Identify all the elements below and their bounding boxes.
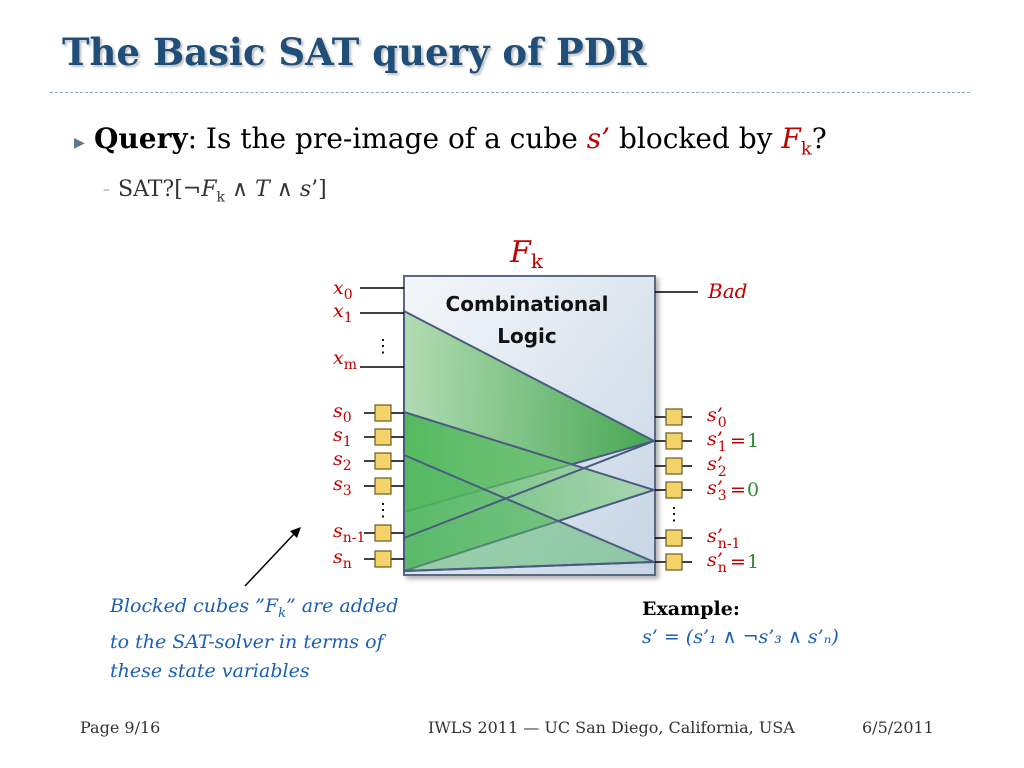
footer-page: Page 9/16 xyxy=(80,718,161,737)
s1-label: s1 xyxy=(333,424,352,450)
bullet-s-prime: s’ xyxy=(586,122,611,155)
example-heading: Example: xyxy=(642,598,740,620)
bullet-F: F xyxy=(781,122,801,155)
bullet-k: k xyxy=(800,138,812,160)
pointer-arrowhead-icon xyxy=(290,527,301,538)
sub-s: s xyxy=(299,177,312,202)
sub-k: k xyxy=(216,189,225,206)
blocked-cubes-note: Blocked cubes ”Fk” are added to the SAT-… xyxy=(110,592,398,686)
bullet-text1: : Is the pre-image of a cube xyxy=(187,122,587,155)
spn-label: s’n xyxy=(707,549,727,576)
bullet-q: ? xyxy=(811,122,827,155)
sub-and1: ∧ xyxy=(225,177,256,202)
note-line-1: Blocked cubes ”Fk” are added xyxy=(110,595,399,621)
slide-title: The Basic SAT query of PDR xyxy=(62,30,647,74)
note-line-3: these state variables xyxy=(110,659,310,682)
box-label-2: Logic xyxy=(497,324,557,348)
s0-label: s0 xyxy=(333,400,352,426)
x-ellipsis: ⋮ xyxy=(374,336,392,357)
sp3-eq: = xyxy=(730,479,746,501)
sub-dash-icon: – xyxy=(103,182,110,198)
title-divider xyxy=(50,92,970,93)
sp2-label: s’2 xyxy=(707,453,727,480)
cone-line-b xyxy=(403,561,655,572)
s3-label: s3 xyxy=(333,473,352,499)
s-ellipsis: ⋮ xyxy=(374,500,392,521)
footer-date: 6/5/2011 xyxy=(862,718,934,737)
s-latches xyxy=(374,404,392,568)
spn1-label: s’n-1 xyxy=(707,525,740,552)
spn-value: 1 xyxy=(747,551,759,573)
sub-T: T xyxy=(255,177,270,202)
note-line-2: to the SAT-solver in terms of xyxy=(110,630,384,653)
x0-label: x0 xyxy=(333,277,353,303)
fk-label: Fk xyxy=(509,235,544,273)
xm-label: xm xyxy=(333,347,357,373)
sp3-value: 0 xyxy=(747,479,759,501)
spn-eq: = xyxy=(730,551,746,573)
sub-suffix: ’] xyxy=(311,177,327,202)
bad-label: Bad xyxy=(707,279,747,303)
example-formula: s’ = (s’₁ ∧ ¬s’₃ ∧ s’ₙ) xyxy=(642,626,839,648)
sp1-value: 1 xyxy=(747,430,759,452)
sub-F: F xyxy=(201,177,217,202)
box-label-1: Combinational xyxy=(446,292,609,316)
example-block: Example: s’ = (s’₁ ∧ ¬s’₃ ∧ s’ₙ) xyxy=(642,595,839,651)
bullet-arrow-icon: ▶ xyxy=(74,135,85,151)
x1-label: x1 xyxy=(333,300,353,326)
sub-and2: ∧ xyxy=(269,177,300,202)
sp0-label: s’0 xyxy=(707,404,727,431)
sub-prefix: SAT?[¬ xyxy=(118,177,202,202)
s2-label: s2 xyxy=(333,448,352,474)
cone-line-a xyxy=(403,440,655,539)
bullet-text2: blocked by xyxy=(610,122,782,155)
bullet-query: Query: Is the pre-image of a cube s’ blo… xyxy=(94,122,827,160)
pointer-arrow xyxy=(244,533,295,587)
footer-venue: IWLS 2011 — UC San Diego, California, US… xyxy=(428,718,795,737)
sp1-label: s’1 xyxy=(707,428,727,455)
sp3-label: s’3 xyxy=(707,477,727,504)
s-prime-latches xyxy=(665,408,683,571)
bullet-lead: Query xyxy=(94,122,188,155)
subbullet-sat: –SAT?[¬Fk ∧ T ∧ s’] xyxy=(103,177,327,205)
sn-label: sn xyxy=(333,546,352,572)
s-prime-ellipsis: ⋮ xyxy=(665,504,683,525)
sn1-label: sn-1 xyxy=(333,520,365,546)
sp1-eq: = xyxy=(730,430,746,452)
